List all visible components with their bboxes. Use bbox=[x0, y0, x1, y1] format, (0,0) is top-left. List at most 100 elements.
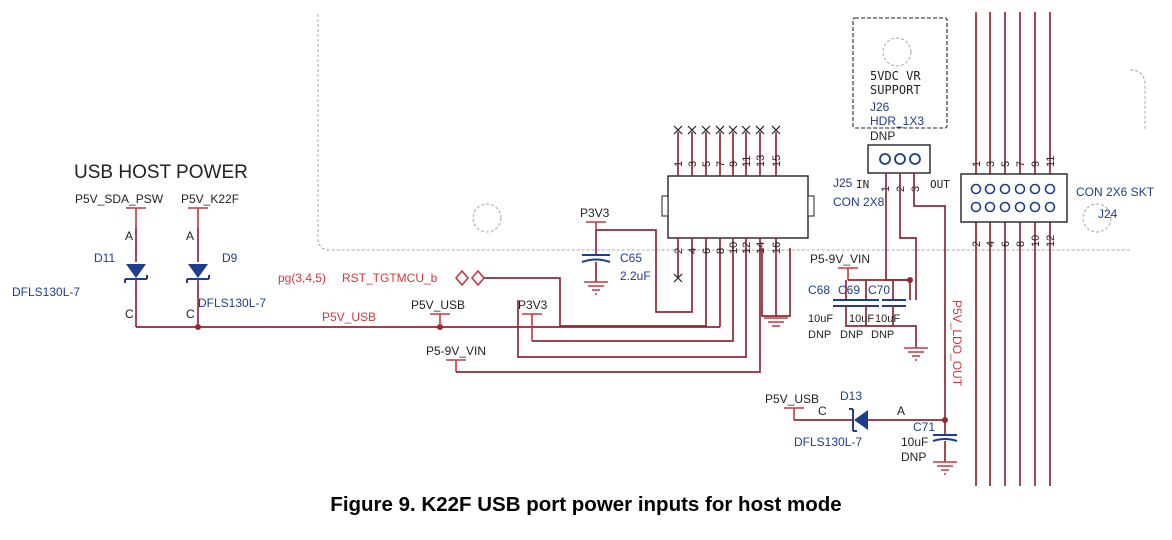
svg-text:A: A bbox=[897, 404, 905, 418]
j25-top-pin-5: 5 bbox=[701, 161, 713, 167]
svg-text:DFLS130L-7: DFLS130L-7 bbox=[794, 435, 862, 449]
net-label-p5v-usb-red: P5V_USB bbox=[322, 310, 376, 324]
j25-ref: J25 bbox=[833, 176, 853, 190]
net-label-p5v-k22f: P5V_K22F bbox=[181, 192, 239, 206]
wire-caps-bottom bbox=[845, 306, 917, 348]
j25-top-pin-3: 3 bbox=[687, 161, 699, 167]
section-title: USB HOST POWER bbox=[74, 162, 248, 183]
gnd-caps bbox=[904, 347, 928, 361]
j26-pin-3: 3 bbox=[910, 186, 922, 192]
wire-rst bbox=[484, 248, 707, 327]
connector-j25 bbox=[661, 175, 815, 239]
j26-outline-box bbox=[852, 17, 948, 129]
net-ref-pages: pg(3,4,5) bbox=[278, 271, 326, 285]
svg-text:A: A bbox=[186, 229, 194, 243]
net-label-p5-9v-vin-b: P5-9V_VIN bbox=[810, 252, 870, 266]
j24-ref: J24 bbox=[1098, 207, 1118, 221]
j25-wires bbox=[673, 248, 791, 327]
net-label-rst: RST_TGTMCU_b bbox=[342, 271, 438, 285]
j24-top-pin-7: 7 bbox=[1015, 161, 1027, 167]
net-label-p5v-ldo-out: P5V_LDO_OUT bbox=[950, 300, 964, 387]
j26-ref: J26 bbox=[870, 100, 890, 114]
net-label-p3v3-a: P3V3 bbox=[580, 206, 610, 220]
j24-part: CON 2X6 SKT bbox=[1076, 185, 1155, 199]
j24-top-pin-11: 11 bbox=[1045, 156, 1057, 167]
p5v-usb-bus bbox=[136, 248, 721, 330]
j26-note-line2: SUPPORT bbox=[870, 83, 921, 97]
j25-bottom-pin-16: 16 bbox=[771, 242, 783, 254]
power-flags bbox=[126, 207, 208, 228]
j25-bottom-pin-14: 14 bbox=[755, 242, 767, 254]
j26-wires bbox=[885, 173, 946, 420]
diode-d11: A C D11 DFLS130L-7 bbox=[12, 228, 148, 327]
j25-top-pin-9: 9 bbox=[728, 161, 740, 167]
wire-p3v3-j25-top bbox=[596, 229, 693, 313]
svg-text:DFLS130L-7: DFLS130L-7 bbox=[198, 296, 266, 310]
svg-text:C: C bbox=[186, 307, 195, 321]
net-label-p3v3-b: P3V3 bbox=[518, 298, 548, 312]
j26-in-label: IN bbox=[856, 178, 869, 191]
svg-text:C: C bbox=[125, 307, 134, 321]
connector-j26 bbox=[867, 144, 931, 174]
net-label-p5-9v-vin-a: P5-9V_VIN bbox=[426, 344, 486, 358]
j24-bottom-pin-6: 6 bbox=[1000, 241, 1012, 247]
connector-j24 bbox=[960, 173, 1068, 223]
svg-text:2.2uF: 2.2uF bbox=[620, 269, 651, 283]
j25-bottom-pin-8: 8 bbox=[715, 248, 727, 254]
diode-d13: C A D13 DFLS130L-7 bbox=[794, 389, 948, 449]
j24-top-pin-3: 3 bbox=[985, 161, 997, 167]
board-outline bbox=[317, 14, 1146, 251]
j24-bottom-pin-8: 8 bbox=[1015, 241, 1027, 247]
c68-note: DNP bbox=[808, 329, 831, 341]
diode-d9: A C D9 DFLS130L-7 bbox=[186, 228, 266, 327]
j25-bottom-pin-10: 10 bbox=[728, 242, 740, 254]
c69-ref: C69 bbox=[838, 283, 860, 297]
svg-text:C71: C71 bbox=[913, 420, 935, 434]
svg-text:DFLS130L-7: DFLS130L-7 bbox=[12, 285, 80, 299]
c69-value: 10uF bbox=[849, 313, 874, 325]
wire-p3v3-j25 bbox=[532, 248, 734, 342]
svg-text:D9: D9 bbox=[222, 251, 238, 265]
j26-out-label: OUT bbox=[930, 178, 950, 191]
j25-top-pin-1: 1 bbox=[673, 161, 685, 167]
svg-text:C65: C65 bbox=[620, 251, 642, 265]
figure-caption: Figure 9. K22F USB port power inputs for… bbox=[330, 493, 842, 516]
j25-top-pin-7: 7 bbox=[715, 161, 727, 167]
svg-text:DNP: DNP bbox=[901, 450, 926, 464]
c70-note: DNP bbox=[871, 329, 894, 341]
j24-top-pin-5: 5 bbox=[1000, 161, 1012, 167]
svg-text:D13: D13 bbox=[840, 389, 862, 403]
j24-top-pin-9: 9 bbox=[1030, 161, 1042, 167]
svg-text:D11: D11 bbox=[94, 251, 115, 265]
j24-bottom-pin-12: 12 bbox=[1045, 235, 1057, 247]
c70-value: 10uF bbox=[875, 313, 900, 325]
svg-text:10uF: 10uF bbox=[901, 435, 928, 449]
j24-bus-lines bbox=[975, 12, 1051, 486]
capacitor-c71: C71 10uF DNP bbox=[901, 420, 958, 475]
wire-vin2-j25 bbox=[517, 248, 747, 358]
j26-dnp: DNP bbox=[870, 129, 895, 143]
c69-note: DNP bbox=[840, 329, 863, 341]
c68-ref: C68 bbox=[808, 283, 830, 297]
svg-text:A: A bbox=[125, 229, 133, 243]
capacitor-bank bbox=[833, 299, 906, 307]
c70-ref: C70 bbox=[868, 283, 890, 297]
j24-top-pin-1: 1 bbox=[971, 161, 983, 167]
j25-bottom-pin-6: 6 bbox=[701, 248, 713, 254]
net-label-p5v-usb: P5V_USB bbox=[411, 298, 465, 312]
j25-bottom-pin-2: 2 bbox=[673, 248, 685, 254]
j24-bottom-pin-4: 4 bbox=[985, 241, 997, 247]
j26-pin-2: 2 bbox=[895, 186, 907, 192]
j26-note-line1: 5VDC VR bbox=[870, 69, 921, 83]
net-label-p5v-usb-d13: P5V_USB bbox=[765, 392, 819, 406]
capacitor-c65: C65 2.2uF bbox=[581, 230, 651, 295]
j24-bottom-pin-2: 2 bbox=[971, 241, 983, 247]
wire-caps-top bbox=[845, 279, 910, 300]
j25-bottom-pin-12: 12 bbox=[741, 242, 753, 254]
c68-value: 10uF bbox=[808, 313, 833, 325]
offpage-connector bbox=[454, 269, 486, 287]
j25-top-pin-11: 11 bbox=[741, 156, 753, 167]
j25-top-pin-13: 13 bbox=[755, 155, 767, 167]
